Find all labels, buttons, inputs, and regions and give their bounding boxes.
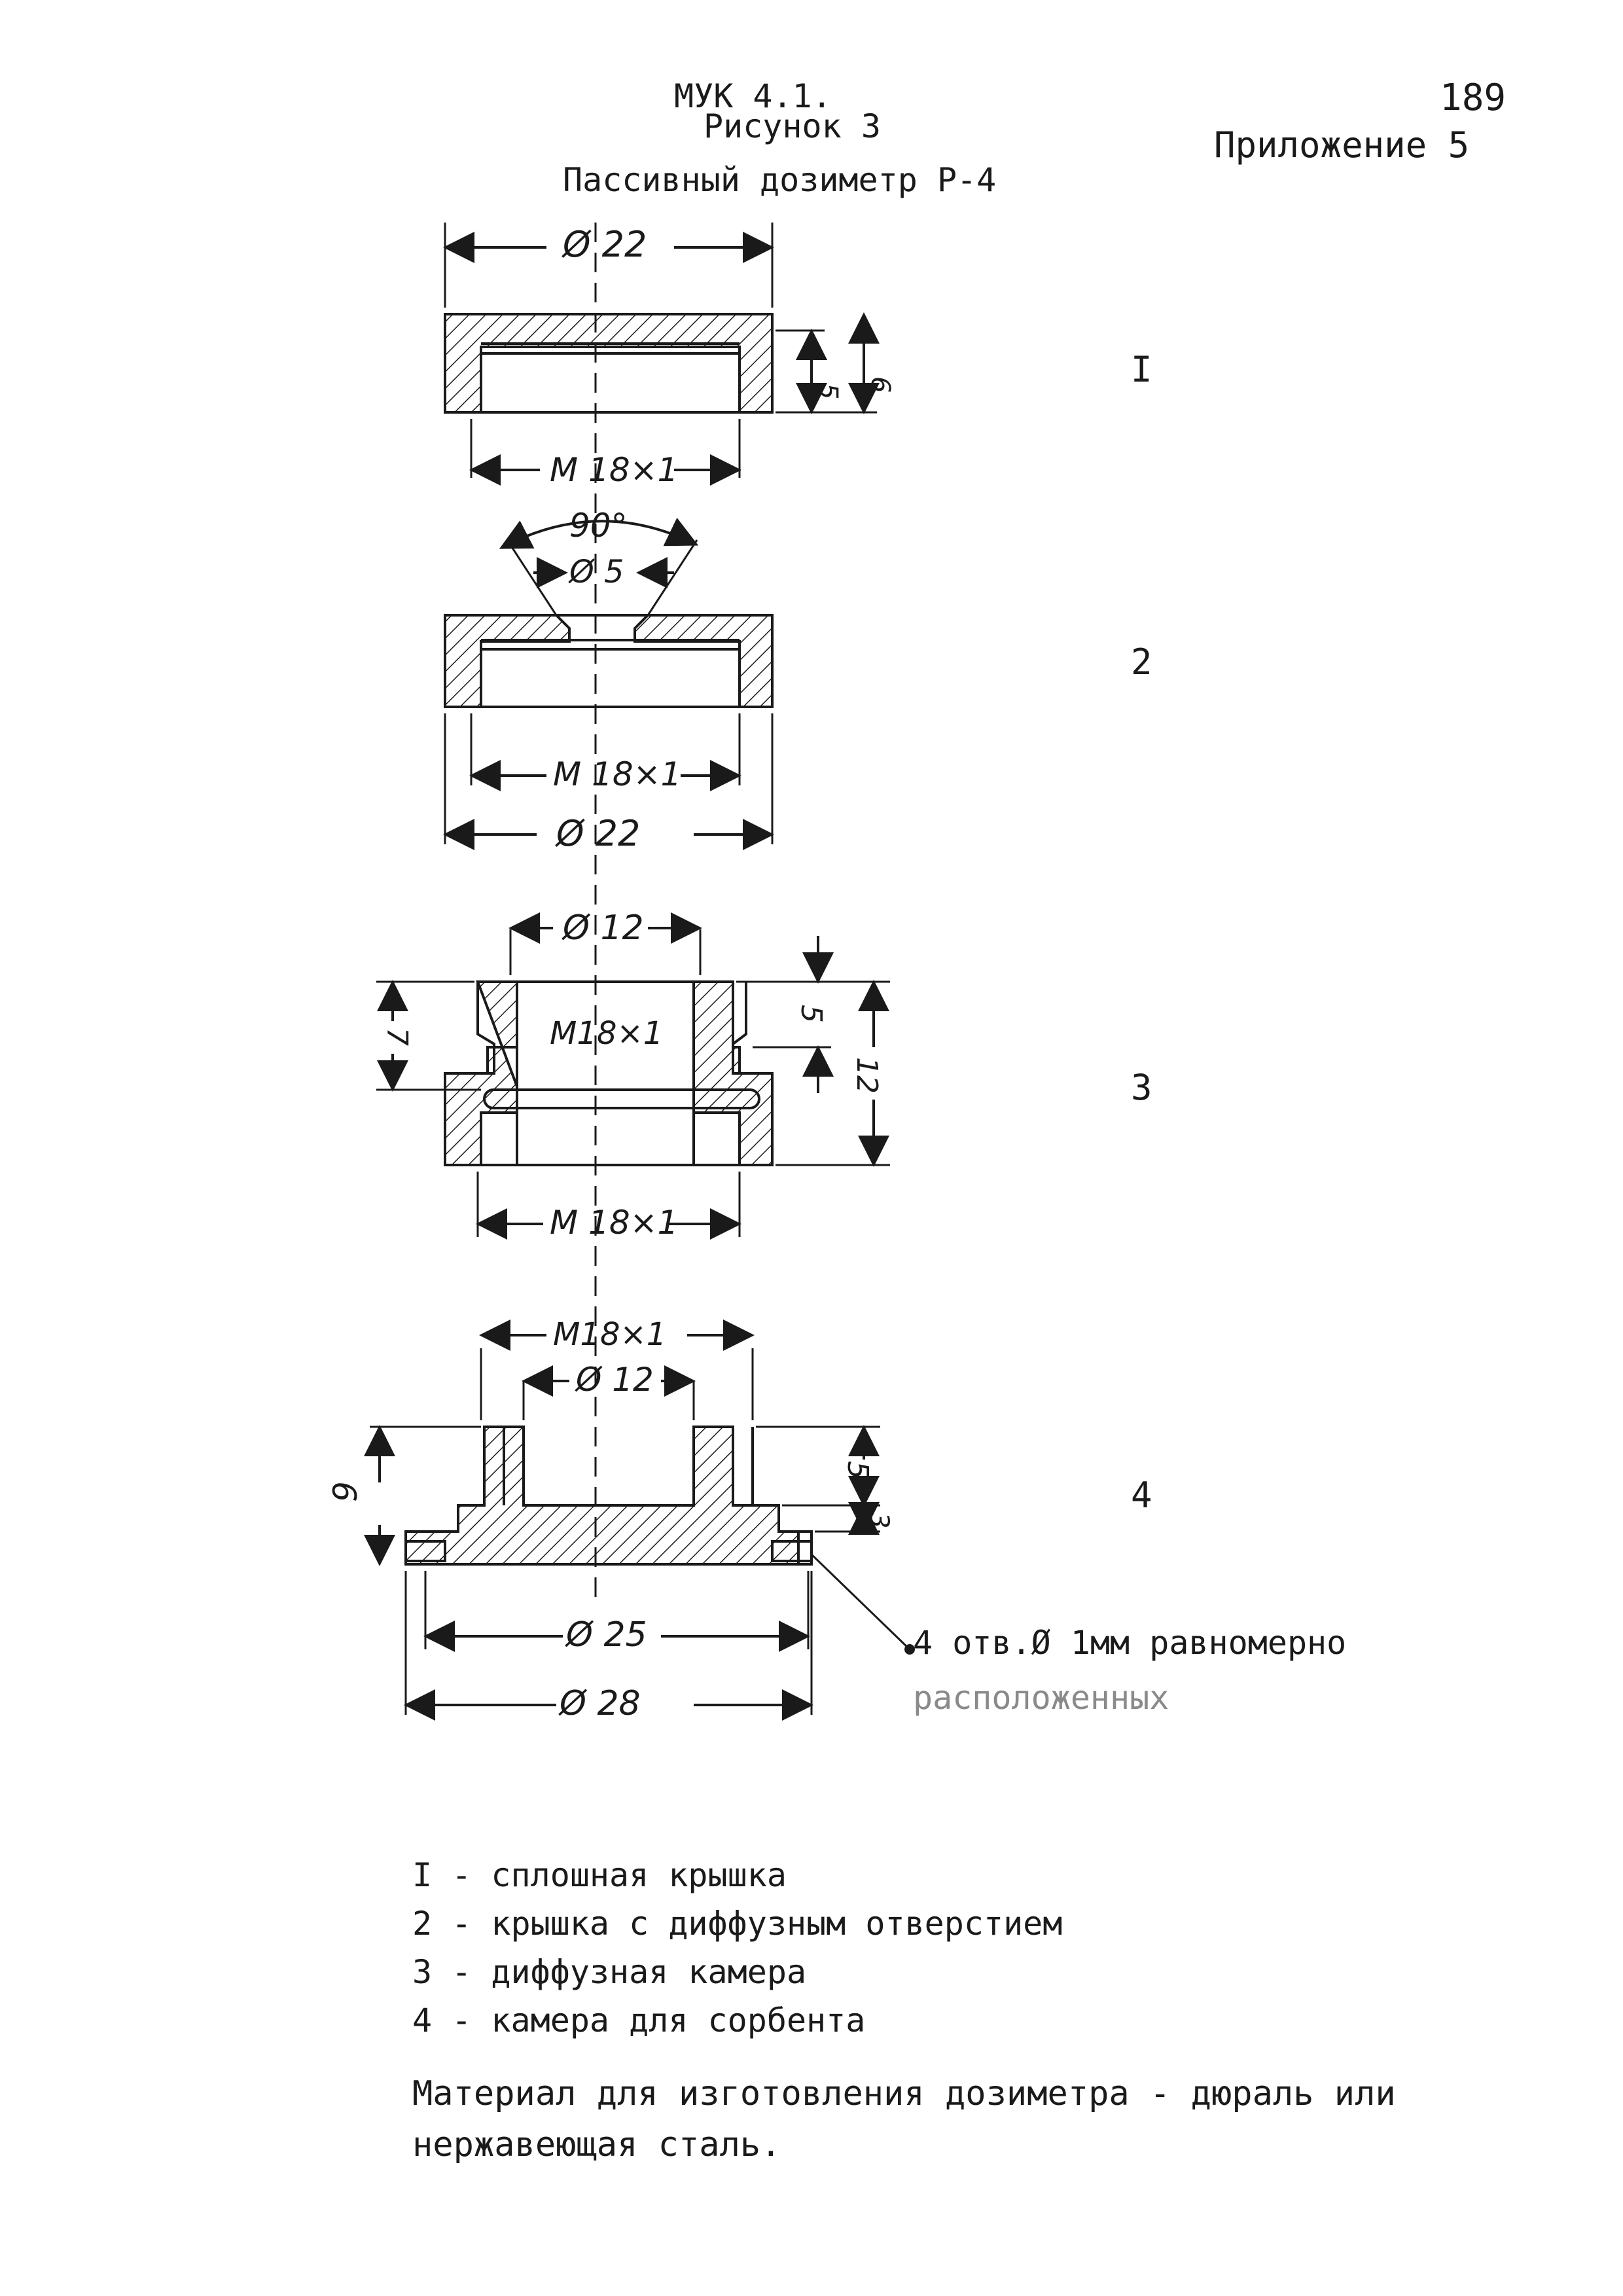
view-label-3: 3 bbox=[1131, 1067, 1152, 1108]
legend-item: 3 - диффузная камера bbox=[412, 1953, 807, 1991]
dim-v4-top-height: 5 bbox=[841, 1461, 874, 1479]
dim-v4-step-height: 3 bbox=[864, 1512, 894, 1528]
dim-v3-inner-thread: М18×1 bbox=[550, 1015, 663, 1052]
dim-v1-thread: М 18×1 bbox=[550, 451, 678, 489]
dim-v1-inner-height: 5 bbox=[813, 383, 843, 399]
hole-note-line-2: расположенных bbox=[913, 1679, 1169, 1717]
view-1-solid-cap bbox=[443, 223, 880, 486]
legend-item: 4 - камера для сорбента bbox=[412, 2001, 866, 2039]
dim-v4-base-diameter: Ø 28 bbox=[558, 1684, 641, 1723]
material-note: Материал для изготовления дозиметра - дю… bbox=[412, 2068, 1396, 2170]
dim-v1-outer-height: 6 bbox=[865, 376, 895, 393]
dim-v3-top-height: 5 bbox=[794, 1005, 828, 1023]
view-2-cap-with-hole bbox=[443, 518, 774, 850]
document-code: МУК 4.1. bbox=[674, 77, 832, 115]
dim-v3-bottom-thread: М 18×1 bbox=[550, 1204, 678, 1242]
dim-v1-diameter: Ø 22 bbox=[562, 224, 647, 265]
page-number: 189 bbox=[1440, 77, 1507, 119]
dim-v2-diameter: Ø 22 bbox=[555, 813, 640, 854]
view-3-diffusion-chamber bbox=[376, 912, 890, 1240]
legend: I - сплошная крышка 2 - крышка с диффузн… bbox=[412, 1859, 1062, 2053]
dim-v3-diameter: Ø 12 bbox=[562, 908, 644, 948]
dim-v2-angle: 90° bbox=[569, 507, 628, 545]
hole-note-line-1: 4 отв.Ø 1мм равномерно bbox=[913, 1624, 1347, 1662]
dim-v4-thread: М18×1 bbox=[553, 1316, 666, 1353]
figure-number: Рисунок 3 bbox=[704, 107, 881, 145]
dim-v2-thread: М 18×1 bbox=[553, 755, 681, 793]
dim-v3-total-height: 12 bbox=[850, 1057, 883, 1094]
material-note-line-2: нержавеющая сталь. bbox=[412, 2125, 781, 2164]
view-label-1: I bbox=[1131, 349, 1152, 390]
dim-v4-mid-diameter: Ø 25 bbox=[565, 1615, 647, 1655]
view-label-2: 2 bbox=[1131, 641, 1152, 683]
dim-v4-total-height: 9 bbox=[327, 1481, 365, 1502]
legend-item: 2 - крышка с диффузным отверстием bbox=[412, 1905, 1063, 1943]
legend-item: I - сплошная крышка bbox=[412, 1856, 787, 1894]
view-4-sorbent-chamber bbox=[364, 1319, 915, 1721]
material-note-line-1: Материал для изготовления дозиметра - дю… bbox=[412, 2074, 1396, 2113]
dim-v4-diameter: Ø 12 bbox=[575, 1361, 654, 1399]
hole-note: 4 отв.Ø 1мм равномерно расположенных bbox=[913, 1615, 1346, 1725]
dim-v3-left-height: 7 bbox=[380, 1028, 414, 1046]
view-label-4: 4 bbox=[1131, 1475, 1152, 1516]
appendix-label: Приложение 5 bbox=[1214, 124, 1470, 166]
dim-v2-hole: Ø 5 bbox=[568, 554, 624, 590]
figure-title: Пассивный дозиметр Р-4 bbox=[563, 161, 997, 199]
